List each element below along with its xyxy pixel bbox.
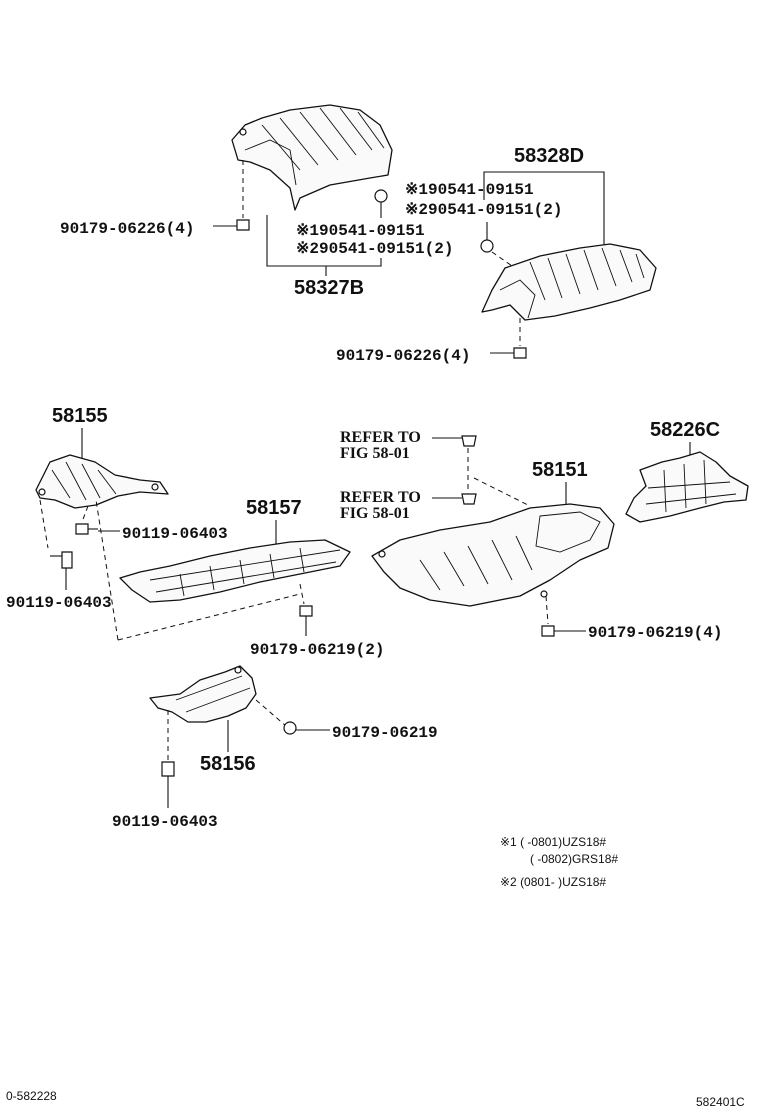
clip-icon bbox=[236, 219, 250, 231]
label-nut-58327-n1: ※190541-09151 bbox=[296, 222, 425, 240]
insulator-58151 bbox=[371, 503, 615, 607]
insulator-58156 bbox=[149, 665, 257, 723]
label-90179-06219-2: 90179-06219(2) bbox=[250, 641, 384, 659]
label-90119-06403-b: 90119-06403 bbox=[6, 594, 112, 612]
insulator-58328d bbox=[481, 243, 657, 321]
part-58151: 58151 bbox=[532, 459, 588, 481]
part-58155: 58155 bbox=[52, 405, 108, 427]
nut-icon bbox=[480, 239, 494, 253]
label-nut-58327-n2: ※290541-09151(2) bbox=[296, 240, 453, 258]
part-58226c: 58226C bbox=[650, 419, 720, 441]
grommet-icon bbox=[461, 493, 477, 505]
refer-line-1b: FIG 58-01 bbox=[340, 445, 410, 462]
note-1b: ( -0802)GRS18# bbox=[530, 852, 618, 866]
corner-code-left: 0-582228 bbox=[6, 1089, 57, 1103]
label-90179-06219-1: 90179-06219 bbox=[332, 724, 438, 742]
part-58156: 58156 bbox=[200, 753, 256, 775]
label-nut-58328-n2: ※290541-09151(2) bbox=[405, 201, 562, 219]
insulator-58157 bbox=[119, 539, 351, 603]
clip-icon bbox=[299, 605, 313, 617]
grommet-icon bbox=[461, 435, 477, 447]
label-90119-06403-a: 90119-06403 bbox=[122, 525, 228, 543]
label-90179-06226-left: 90179-06226(4) bbox=[60, 220, 194, 238]
insulator-58327b bbox=[231, 104, 393, 211]
nut-icon bbox=[374, 189, 388, 203]
bolt-icon bbox=[50, 551, 73, 569]
bolt-icon bbox=[75, 523, 98, 535]
label-90179-06219-4: 90179-06219(4) bbox=[588, 624, 722, 642]
nut-icon bbox=[283, 721, 297, 735]
corner-code-right: 582401C bbox=[696, 1095, 745, 1109]
note-2: ※2 (0801- )UZS18# bbox=[500, 875, 606, 889]
clip-icon bbox=[513, 347, 527, 359]
label-90119-06403-c: 90119-06403 bbox=[112, 813, 218, 831]
part-58327b: 58327B bbox=[294, 277, 364, 299]
bolt-icon bbox=[161, 761, 175, 777]
part-58157: 58157 bbox=[246, 497, 302, 519]
refer-line-2a: REFER TO bbox=[340, 489, 421, 506]
refer-line-2b: FIG 58-01 bbox=[340, 505, 410, 522]
insulator-58226c bbox=[625, 451, 749, 523]
label-90179-06226-right: 90179-06226(4) bbox=[336, 347, 470, 365]
note-1a: ※1 ( -0801)UZS18# bbox=[500, 835, 606, 849]
label-nut-58328-n1: ※190541-09151 bbox=[405, 181, 534, 199]
clip-icon bbox=[541, 625, 555, 637]
part-58328d: 58328D bbox=[514, 145, 584, 167]
insulator-58155 bbox=[35, 454, 169, 509]
refer-line-1a: REFER TO bbox=[340, 429, 421, 446]
